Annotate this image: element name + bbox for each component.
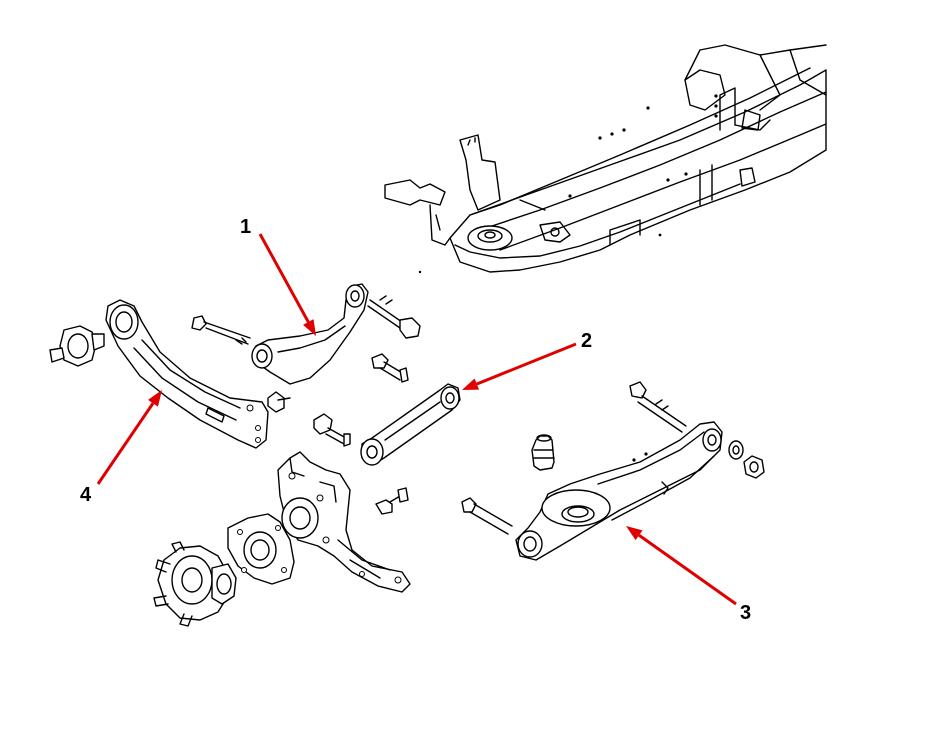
callout-number-3: 3 [740, 602, 752, 624]
callout-arrow-4-head [148, 390, 162, 407]
trailing-arm-bolt [267, 391, 291, 413]
callout-arrow-3-head [626, 526, 643, 541]
upper-arm [251, 283, 369, 385]
upper-arm-bolt-inner [191, 315, 251, 345]
toe-link [360, 383, 461, 466]
bump-stop [531, 434, 555, 471]
callout-number-2: 2 [581, 330, 593, 352]
knuckle [277, 451, 411, 593]
rear-subframe [384, 44, 827, 274]
trailing-arm [105, 299, 269, 449]
callout-arrow-1-shaft [258, 233, 310, 323]
washer [728, 440, 744, 460]
backing-plate [227, 513, 295, 585]
lower-control-arm [515, 421, 723, 561]
callout-number-4: 4 [80, 484, 92, 506]
wheel-hub [153, 541, 237, 627]
callout-arrow-1-head [303, 319, 316, 336]
upper-arm-bolt-outer [367, 295, 421, 339]
nut [743, 455, 765, 479]
knuckle-bolt [375, 487, 409, 515]
callout-arrows [96, 233, 737, 606]
lower-arm-bolt-outer [629, 381, 687, 433]
small-bolt-center [371, 353, 409, 383]
callout-arrow-2-shaft [476, 342, 577, 386]
callout-arrow-4-shaft [96, 402, 155, 485]
callout-number-1: 1 [240, 216, 252, 238]
trailing-arm-bushing [49, 325, 105, 367]
callout-arrow-2-head [462, 378, 480, 390]
callout-arrow-3-shaft [638, 534, 737, 606]
lower-arm-bolt-inner [461, 497, 513, 535]
toe-link-bolt [313, 413, 351, 447]
